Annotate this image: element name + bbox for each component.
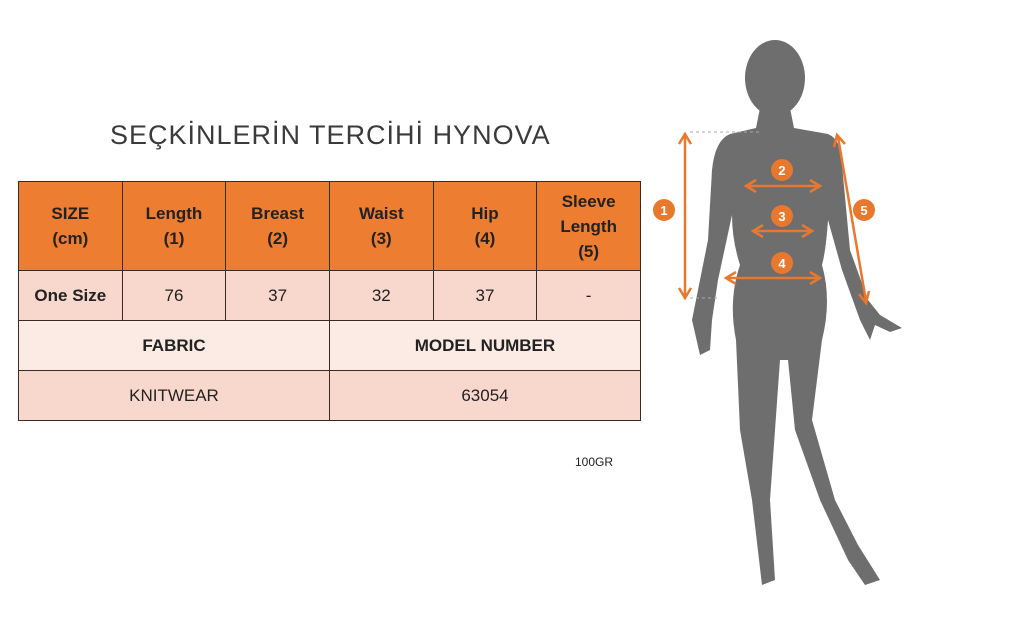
header-text: Waist — [358, 204, 404, 223]
marker-2 — [771, 159, 793, 181]
header-breast: Breast (2) — [225, 181, 330, 271]
marker-1 — [653, 199, 675, 221]
header-text: (2) — [267, 229, 289, 248]
measurement-arrows — [677, 131, 871, 306]
header-text: Breast — [251, 204, 305, 223]
header-text: (3) — [370, 229, 392, 248]
header-length: Length (1) — [121, 181, 227, 271]
guide-lines — [690, 131, 760, 299]
header-text: Hip — [471, 204, 499, 223]
hip-cell: 37 — [432, 270, 538, 321]
header-size: SIZE (cm) — [18, 181, 123, 271]
fabric-label: FABRIC — [18, 320, 330, 371]
marker-label: 3 — [778, 209, 785, 224]
header-text: (cm) — [52, 229, 89, 248]
table-row: One Size 76 37 32 37 - — [18, 270, 641, 321]
model-number-value: 63054 — [328, 370, 642, 421]
header-text: Length — [145, 204, 203, 223]
length-cell: 76 — [121, 270, 227, 321]
header-text: Length — [560, 216, 617, 236]
fabric-value: KNITWEAR — [18, 370, 330, 421]
size-cell: One Size — [18, 270, 123, 321]
watermark: SEÇKİNLERİN TERCİHİ HYNOVA — [110, 120, 551, 150]
header-text: (5) — [578, 241, 600, 261]
header-waist: Waist (3) — [328, 181, 434, 271]
header-text: SIZE — [51, 204, 90, 223]
info-header-row: FABRIC MODEL NUMBER — [18, 320, 642, 371]
marker-3 — [771, 205, 793, 227]
marker-label: 2 — [778, 163, 785, 178]
header-row: SIZE (cm) Length (1) Breast (2) Waist (3) Hi… — [18, 181, 641, 271]
header-text: Sleeve — [561, 191, 616, 211]
waist-cell: 32 — [328, 270, 434, 321]
size-chart-table: SIZE (cm) Length (1) Breast (2) Waist (3) Hi… — [18, 181, 642, 421]
marker-5 — [853, 199, 875, 221]
marker-label: 4 — [778, 256, 786, 271]
marker-label: 1 — [660, 203, 667, 218]
weight-label: 100GR — [575, 455, 614, 469]
header-text: (1) — [163, 229, 185, 248]
silhouette — [692, 40, 902, 585]
model-number-label: MODEL NUMBER — [328, 320, 642, 371]
marker-4 — [771, 252, 793, 274]
marker-circles — [653, 159, 875, 274]
info-value-row: KNITWEAR 63054 — [18, 370, 642, 421]
header-hip: Hip (4) — [432, 181, 538, 271]
marker-label: 5 — [860, 203, 867, 218]
sleeve-cell: - — [536, 270, 641, 321]
header-text: (4) — [474, 229, 496, 248]
